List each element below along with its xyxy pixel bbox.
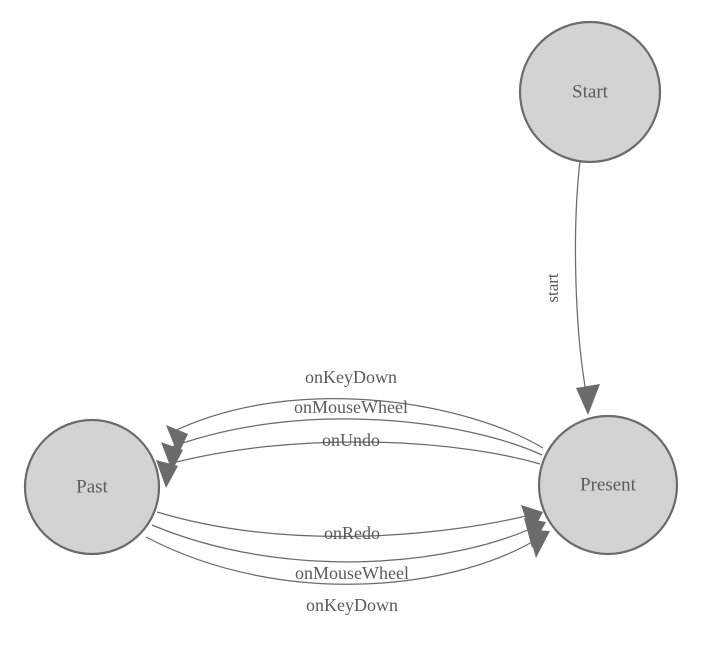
- edge-present-to-past-onundo-arrowhead: [156, 460, 178, 488]
- node-past[interactable]: Past: [23, 418, 161, 556]
- edge-label-present-past-onmousewheel: onMouseWheel: [294, 397, 408, 417]
- edge-past-to-present-onredo-path: [156, 511, 539, 538]
- edge-past-to-present-onkeydown[interactable]: onKeyDown: [145, 530, 550, 615]
- edge-past-to-present-onkeydown-path: [145, 533, 546, 585]
- edge-label-present-past-onundo: onUndo: [322, 430, 380, 450]
- node-start-circle: [518, 20, 662, 164]
- edge-present-to-past-onkeydown[interactable]: onKeyDown: [166, 367, 544, 455]
- edge-present-to-past-onkeydown-arrowhead: [166, 425, 188, 455]
- edge-past-to-present-onmousewheel-path: [151, 523, 542, 563]
- edge-label-past-present-onmousewheel: onMouseWheel: [295, 563, 409, 583]
- edge-start-to-present-path: [574, 160, 587, 393]
- node-past-circle: [23, 418, 161, 556]
- edge-past-to-present-onkeydown-arrowhead: [528, 530, 550, 558]
- node-start-label: Start: [572, 81, 609, 102]
- edge-label-past-present-onkeydown: onKeyDown: [306, 595, 398, 615]
- edge-label-start: start: [543, 273, 562, 303]
- edge-start-to-present[interactable]: start: [543, 160, 600, 415]
- edge-present-to-past-onundo[interactable]: onUndo: [156, 430, 541, 488]
- edge-present-to-past-onkeydown-path: [171, 397, 544, 449]
- node-present[interactable]: Present: [537, 414, 679, 556]
- edge-present-to-past-onmousewheel[interactable]: onMouseWheel: [161, 397, 543, 471]
- edge-present-to-past-onmousewheel-path: [165, 418, 543, 456]
- edge-present-to-past-onmousewheel-arrowhead: [161, 442, 183, 471]
- edge-present-to-past-onundo-path: [160, 441, 541, 467]
- edge-past-to-present-onredo[interactable]: onRedo: [156, 505, 543, 543]
- node-present-label: Present: [580, 474, 637, 495]
- node-past-label: Past: [76, 476, 108, 497]
- node-present-circle: [537, 414, 679, 556]
- node-start[interactable]: Start: [518, 20, 662, 164]
- edge-label-present-past-onkeydown: onKeyDown: [305, 367, 397, 387]
- edge-start-to-present-arrowhead: [576, 384, 600, 415]
- edge-label-past-present-onredo: onRedo: [324, 523, 380, 543]
